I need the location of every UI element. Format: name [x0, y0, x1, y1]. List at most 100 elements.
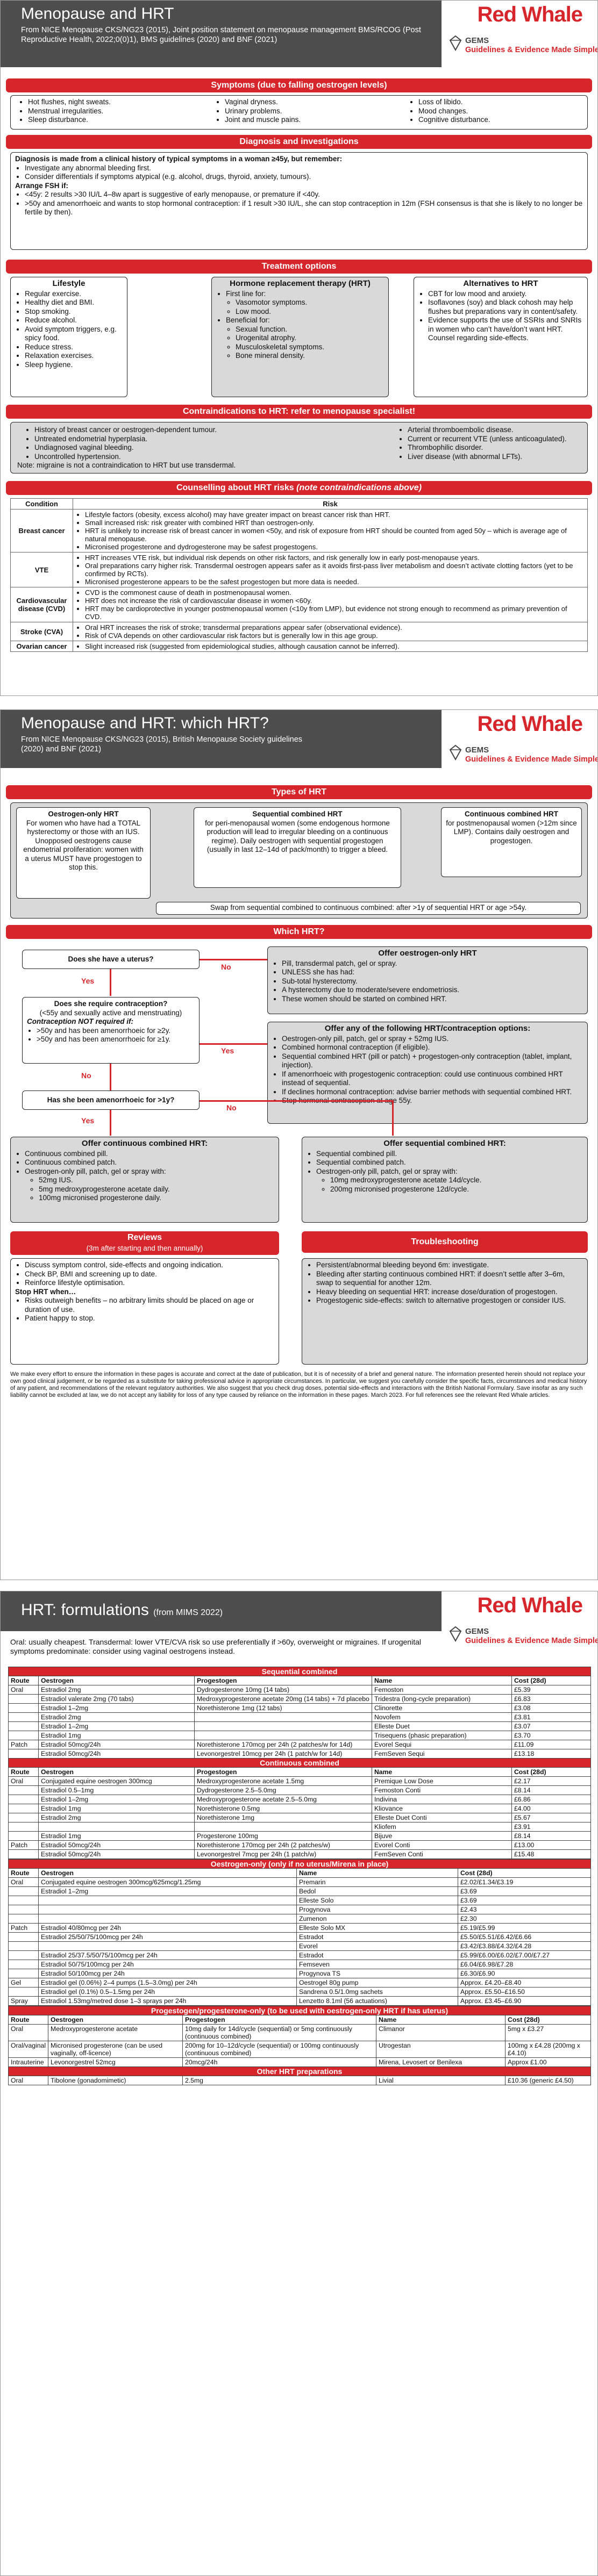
table-cell: £8.14 [511, 1785, 591, 1795]
table-cell: Norethisterone 170mcg per 24h (2 patches… [194, 1740, 372, 1749]
table-cell: Patch [8, 1740, 39, 1749]
list-item: Joint and muscle pains. [225, 116, 301, 125]
hrt-box: Hormone replacement therapy (HRT) First … [211, 277, 389, 397]
table-cell: Progesterone 100mg [194, 1831, 372, 1841]
table-cell: Elleste Solo [296, 1896, 458, 1905]
table-cell [8, 1721, 39, 1731]
list-item: If amenorrhoeic with progestogenic contr… [282, 1070, 583, 1088]
table-cell: £6.04/£6.98/£7.28 [458, 1960, 591, 1969]
logo-tagline: Guidelines & Evidence Made Simple [465, 46, 598, 54]
table-cell: Elleste Duet Conti [372, 1813, 512, 1822]
risk-condition: VTE [10, 552, 73, 587]
risk-condition: Ovarian cancer [10, 641, 73, 652]
table-cell: Levonorgestrel 10mcg per 24h (1 patch/w … [194, 1749, 372, 1759]
table-cell: Levonorgestrel 7mcg per 24h (1 patch/w) [194, 1849, 372, 1859]
risk-item: Micronised progesterone and dydrogestero… [85, 543, 585, 551]
hrt-first-line: First line for: [226, 289, 266, 298]
table-cell [38, 1941, 297, 1951]
list-item: Continuous combined pill. [25, 1150, 274, 1159]
risk-condition: Breast cancer [10, 509, 73, 552]
table-cell: Trisequens (phasic preparation) [372, 1731, 512, 1740]
list-item: Urogenital atrophy. [236, 334, 384, 343]
table-cell: Levonorgestrel 52mcg [48, 2057, 183, 2067]
risk-item: Risk of CVA depends on other cardiovascu… [85, 632, 585, 640]
list-item: >50y and amenorrhoeic and wants to stop … [25, 199, 583, 217]
table-cell [38, 1896, 297, 1905]
table-cell: £13.00 [511, 1840, 591, 1850]
table-cell: Estradot [296, 1932, 458, 1942]
risk-item: HRT increases VTE risk, but individual r… [85, 554, 585, 562]
table-cell: Estradiol valerate 2mg (70 tabs) [38, 1694, 195, 1704]
table-cell: Tibolone (gonadomimetic) [48, 2076, 183, 2085]
table-row: Progynova£2.43 [8, 1905, 591, 1914]
table-cell [8, 1749, 39, 1759]
list-item: Current or recurrent VTE (unless anticoa… [408, 435, 581, 444]
table-cell: £8.14 [511, 1831, 591, 1841]
table-cell [8, 1822, 39, 1832]
table-row: Estradiol valerate 2mg (70 tabs)Medroxyp… [8, 1694, 591, 1704]
page-title: HRT: formulations (from MIMS 2022) [21, 1601, 223, 1619]
table-cell: Novofem [372, 1712, 512, 1722]
table-cell: Estradiol 50mcg/24h [38, 1849, 195, 1859]
list-item: Menstrual irregularities. [28, 107, 111, 116]
table-cell [194, 1822, 372, 1832]
table-cell: £6.86 [511, 1795, 591, 1804]
diagnosis-box: Diagnosis is made from a clinical histor… [10, 152, 588, 250]
list-item: Pill, transdermal patch, gel or spray. [282, 959, 583, 968]
lifestyle-box: Lifestyle Regular exercise.Healthy diet … [10, 277, 127, 397]
list-item: Reinforce lifestyle optimisation. [25, 1279, 274, 1288]
table-cell: Estradiol 1–2mg [38, 1886, 297, 1896]
table-cell [8, 1813, 39, 1822]
list-item: 100mg micronised progesterone daily. [39, 1194, 274, 1203]
table-cell: 100mg x £4.28 (200mg x £4.10) [505, 2041, 591, 2058]
list-item: Discuss symptom control, side-effects an… [25, 1261, 274, 1270]
table-cell: Indivina [372, 1795, 512, 1804]
formulations-intro: Oral: usually cheapest. Transdermal: low… [10, 1638, 421, 1655]
table-cell [8, 1785, 39, 1795]
table-cell: £6.30/£6.90 [458, 1969, 591, 1978]
list-item: Arterial thromboembolic disease. [408, 426, 581, 435]
table-cell: £3.81 [511, 1712, 591, 1722]
diagnosis-heading: Diagnosis and investigations [6, 135, 592, 149]
table-cell [8, 1694, 39, 1704]
table-cell: Oral/vaginal [8, 2041, 49, 2058]
risk-item: Oral HRT increases the risk of stroke; t… [85, 623, 585, 632]
table-cell: Estradiol 1–2mg [38, 1703, 195, 1713]
table-cell: £3.69 [458, 1886, 591, 1896]
list-item: Sequential combined pill. [316, 1150, 583, 1159]
list-item: UNLESS she has had: [282, 968, 583, 977]
table-cell: Micronised progesterone (can be used vag… [48, 2041, 183, 2058]
table-cell: Tridestra (long-cycle preparation) [372, 1694, 512, 1704]
table-cell [8, 1941, 39, 1951]
list-item: Progestogenic side-effects: switch to al… [316, 1296, 583, 1305]
table-cell: £2.43 [458, 1905, 591, 1914]
table-cell [8, 1914, 39, 1924]
table-cell: Medroxyprogesterone acetate 20mg (14 tab… [194, 1694, 372, 1704]
table-cell: Premique Low Dose [372, 1776, 512, 1786]
offer-sequential: Offer sequential combined HRT: Sequentia… [302, 1137, 588, 1223]
offer-any-of: Offer any of the following HRT/contracep… [267, 1022, 588, 1124]
table-cell: Evorel Sequi [372, 1740, 512, 1749]
header-bar: Menopause and HRT From NICE Menopause CK… [1, 1, 442, 67]
troubleshooting-heading: Troubleshooting [302, 1231, 588, 1253]
table-cell [8, 1987, 39, 1997]
list-item: Check BP, BMI and screening up to date. [25, 1270, 274, 1279]
hrt-beneficial: Beneficial for: [226, 316, 270, 324]
list-item: Urinary problems. [225, 107, 301, 116]
table-cell: Kliofem [372, 1822, 512, 1832]
risk-item: Oral preparations carry higher risk. Tra… [85, 562, 585, 578]
